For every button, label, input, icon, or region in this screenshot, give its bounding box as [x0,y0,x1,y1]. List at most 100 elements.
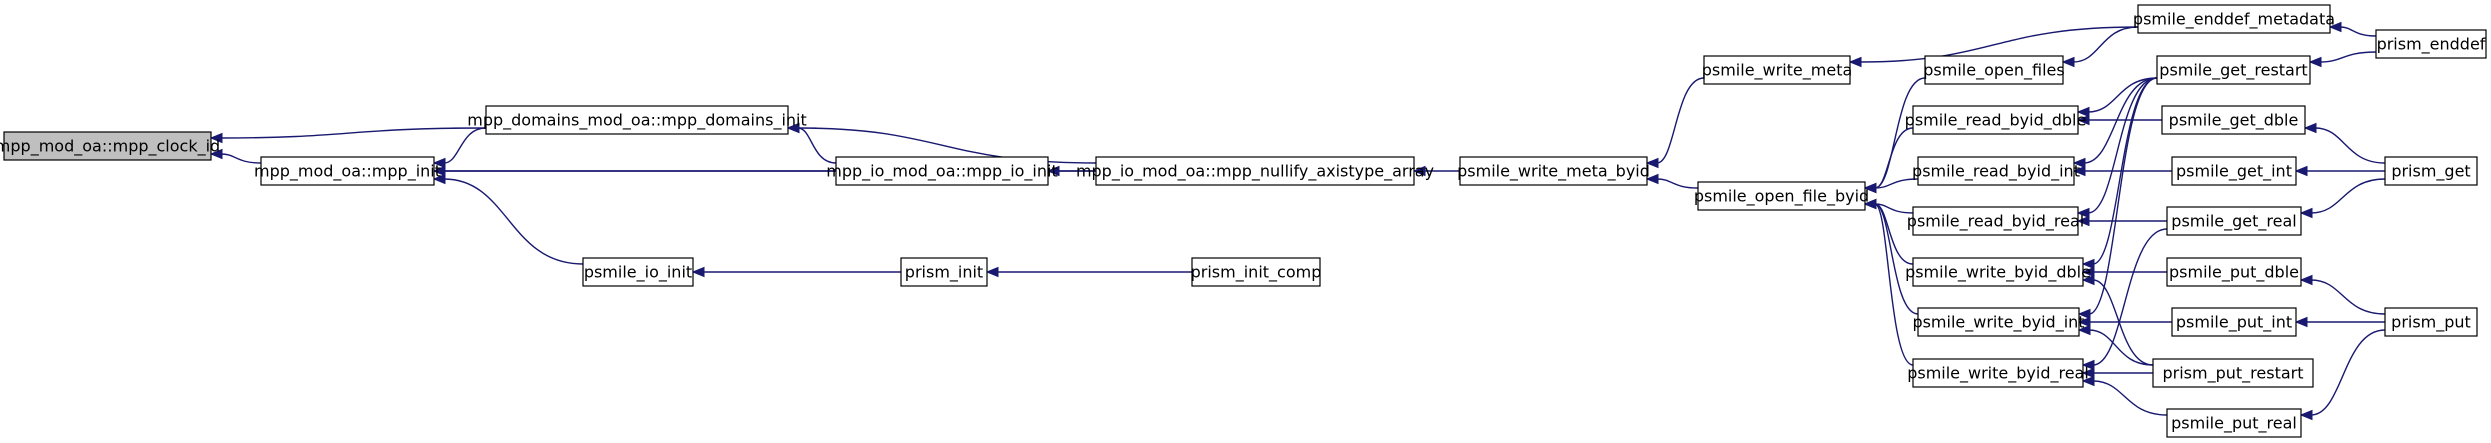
node-box[interactable] [1912,358,2084,388]
edge-psmile-open-file-byid-to-psmile-write-meta-byid [1656,178,1699,189]
edge-prism-enddef-to-psmile-enddef-metadata [2339,26,2377,37]
arrowhead-psmile-open-file-byid [1863,198,1877,210]
node-mpp-init[interactable]: mpp_mod_oa::mpp_init [254,156,441,186]
node-box[interactable] [260,156,435,186]
node-box[interactable] [2375,29,2487,59]
node-label: mpp_mod_oa::mpp_init [254,162,441,182]
node-psmile-get-real[interactable]: psmile_get_real [2166,206,2302,236]
node-prism-init-comp[interactable]: prism_init_comp [1191,257,1322,287]
node-box[interactable] [582,257,694,287]
node-label: prism_init_comp [1191,263,1322,283]
edge-psmile-get-restart-to-psmile-read-byid-int [2083,77,2158,164]
node-box[interactable] [2384,156,2478,186]
arrowhead-psmile-enddef-metadata [2328,21,2342,33]
edge-psmile-write-byid-real-to-psmile-open-file-byid [1874,203,1914,366]
arrowhead-mpp-init [432,173,446,185]
node-psmile-open-files[interactable]: psmile_open_files [1923,55,2065,85]
graph-nodes: mpp_mod_oa::mpp_clock_id mpp_domains_mod_… [0,4,2487,438]
node-box[interactable] [2161,105,2306,135]
node-psmile-read-byid-int[interactable]: psmile_read_byid_int [1912,156,2080,186]
edge-psmile-write-byid-int-to-psmile-open-file-byid [1874,203,1919,315]
node-mpp-io-init[interactable]: mpp_io_mod_oa::mpp_io_init [826,156,1058,186]
node-box[interactable] [2137,4,2331,34]
node-label: psmile_get_restart [2159,61,2307,81]
edge-prism-put-restart-to-psmile-write-byid-int [2088,329,2154,366]
node-box[interactable] [1697,181,1866,211]
node-box[interactable] [1912,105,2079,135]
node-box[interactable] [1917,307,2080,337]
node-mpp-domains-init[interactable]: mpp_domains_mod_oa::mpp_domains_init [467,105,807,135]
arrowhead-psmile-open-file-byid [1863,182,1877,194]
node-box[interactable] [1459,156,1648,186]
edge-psmile-read-byid-dble-to-psmile-open-file-byid [1874,127,1914,189]
node-box[interactable] [2171,156,2297,186]
node-psmile-read-byid-real[interactable]: psmile_read_byid_real [1907,206,2084,236]
edge-psmile-get-restart-to-psmile-read-byid-dble [2087,77,2158,113]
arrowhead-psmile-read-byid-dble [2076,106,2090,118]
node-box[interactable] [3,131,212,161]
node-box[interactable] [2166,257,2302,287]
node-box[interactable] [2171,307,2297,337]
node-box[interactable] [1917,156,2075,186]
node-box[interactable] [2166,408,2302,438]
node-mpp-nullify[interactable]: mpp_io_mod_oa::mpp_nullify_axistype_arra… [1076,156,1434,186]
arrowhead-mpp-clock-id [209,148,223,160]
edge-psmile-put-real-to-psmile-write-byid-real [2092,380,2168,416]
node-prism-put-restart[interactable]: prism_put_restart [2152,358,2314,388]
node-box[interactable] [1095,156,1415,186]
node-mpp-clock-id[interactable]: mpp_mod_oa::mpp_clock_id [0,131,220,161]
node-psmile-put-dble[interactable]: psmile_put_dble [2166,257,2302,287]
node-psmile-io-init[interactable]: psmile_io_init [582,257,694,287]
edge-psmile-get-restart-to-psmile-read-byid-real [2087,77,2158,214]
node-box[interactable] [2384,307,2478,337]
arrowhead-psmile-write-byid-dble [2081,274,2095,286]
edge-psmile-get-restart-to-psmile-write-byid-int [2088,77,2158,315]
node-psmile-get-restart[interactable]: psmile_get_restart [2156,55,2311,85]
arrowhead-psmile-get-restart [2308,56,2322,68]
arrowhead-psmile-open-files [2061,56,2075,68]
node-box[interactable] [2152,358,2314,388]
node-box[interactable] [1703,55,1851,85]
node-psmile-get-int[interactable]: psmile_get_int [2171,156,2297,186]
node-box[interactable] [1191,257,1321,287]
node-psmile-write-byid-dble[interactable]: psmile_write_byid_dble [1905,257,2091,287]
node-box[interactable] [835,156,1049,186]
node-box[interactable] [1912,257,2084,287]
node-psmile-write-meta-byid[interactable]: psmile_write_meta_byid [1457,156,1650,186]
node-psmile-put-int[interactable]: psmile_put_int [2171,307,2297,337]
node-label: psmile_io_init [584,263,692,283]
node-label: psmile_put_int [2176,313,2292,333]
edge-psmile-read-byid-real-to-psmile-open-file-byid [1874,203,1914,214]
node-prism-get[interactable]: prism_get [2384,156,2478,186]
edge-psmile-write-meta-to-psmile-write-meta-byid [1656,77,1705,164]
node-box[interactable] [2166,206,2302,236]
node-psmile-write-meta[interactable]: psmile_write_meta [1702,55,1853,85]
arrowhead-mpp-init [432,165,446,177]
node-psmile-read-byid-dble[interactable]: psmile_read_byid_dble [1905,105,2087,135]
node-psmile-enddef-metadata[interactable]: psmile_enddef_metadata [2133,4,2335,34]
node-box[interactable] [2156,55,2311,85]
node-psmile-open-file-byid[interactable]: psmile_open_file_byid [1694,181,1869,211]
node-label: psmile_write_meta_byid [1457,162,1650,182]
node-box[interactable] [485,105,789,135]
node-label: psmile_write_byid_dble [1905,263,2091,283]
arrowhead-mpp-domains-init [786,122,800,134]
node-prism-enddef[interactable]: prism_enddef [2375,29,2487,59]
node-label: psmile_put_real [2171,414,2297,434]
node-prism-init[interactable]: prism_init [900,257,988,287]
arrowhead-psmile-write-byid-int [2077,324,2091,336]
arrowhead-psmile-read-byid-dble [2076,114,2090,126]
node-psmile-write-byid-real[interactable]: psmile_write_byid_real [1907,358,2089,388]
node-box[interactable] [1924,55,2064,85]
arrowhead-psmile-write-byid-int [2077,308,2091,320]
node-label: psmile_open_file_byid [1694,187,1869,207]
arrowhead-psmile-io-init [691,266,705,278]
node-prism-put[interactable]: prism_put [2384,307,2478,337]
node-box[interactable] [1912,206,2079,236]
node-box[interactable] [900,257,988,287]
edge-prism-put-to-psmile-put-real [2310,329,2386,416]
node-psmile-write-byid-int[interactable]: psmile_write_byid_int [1912,307,2085,337]
node-psmile-get-dble[interactable]: psmile_get_dble [2161,105,2306,135]
node-label: psmile_enddef_metadata [2133,10,2335,30]
node-psmile-put-real[interactable]: psmile_put_real [2166,408,2302,438]
